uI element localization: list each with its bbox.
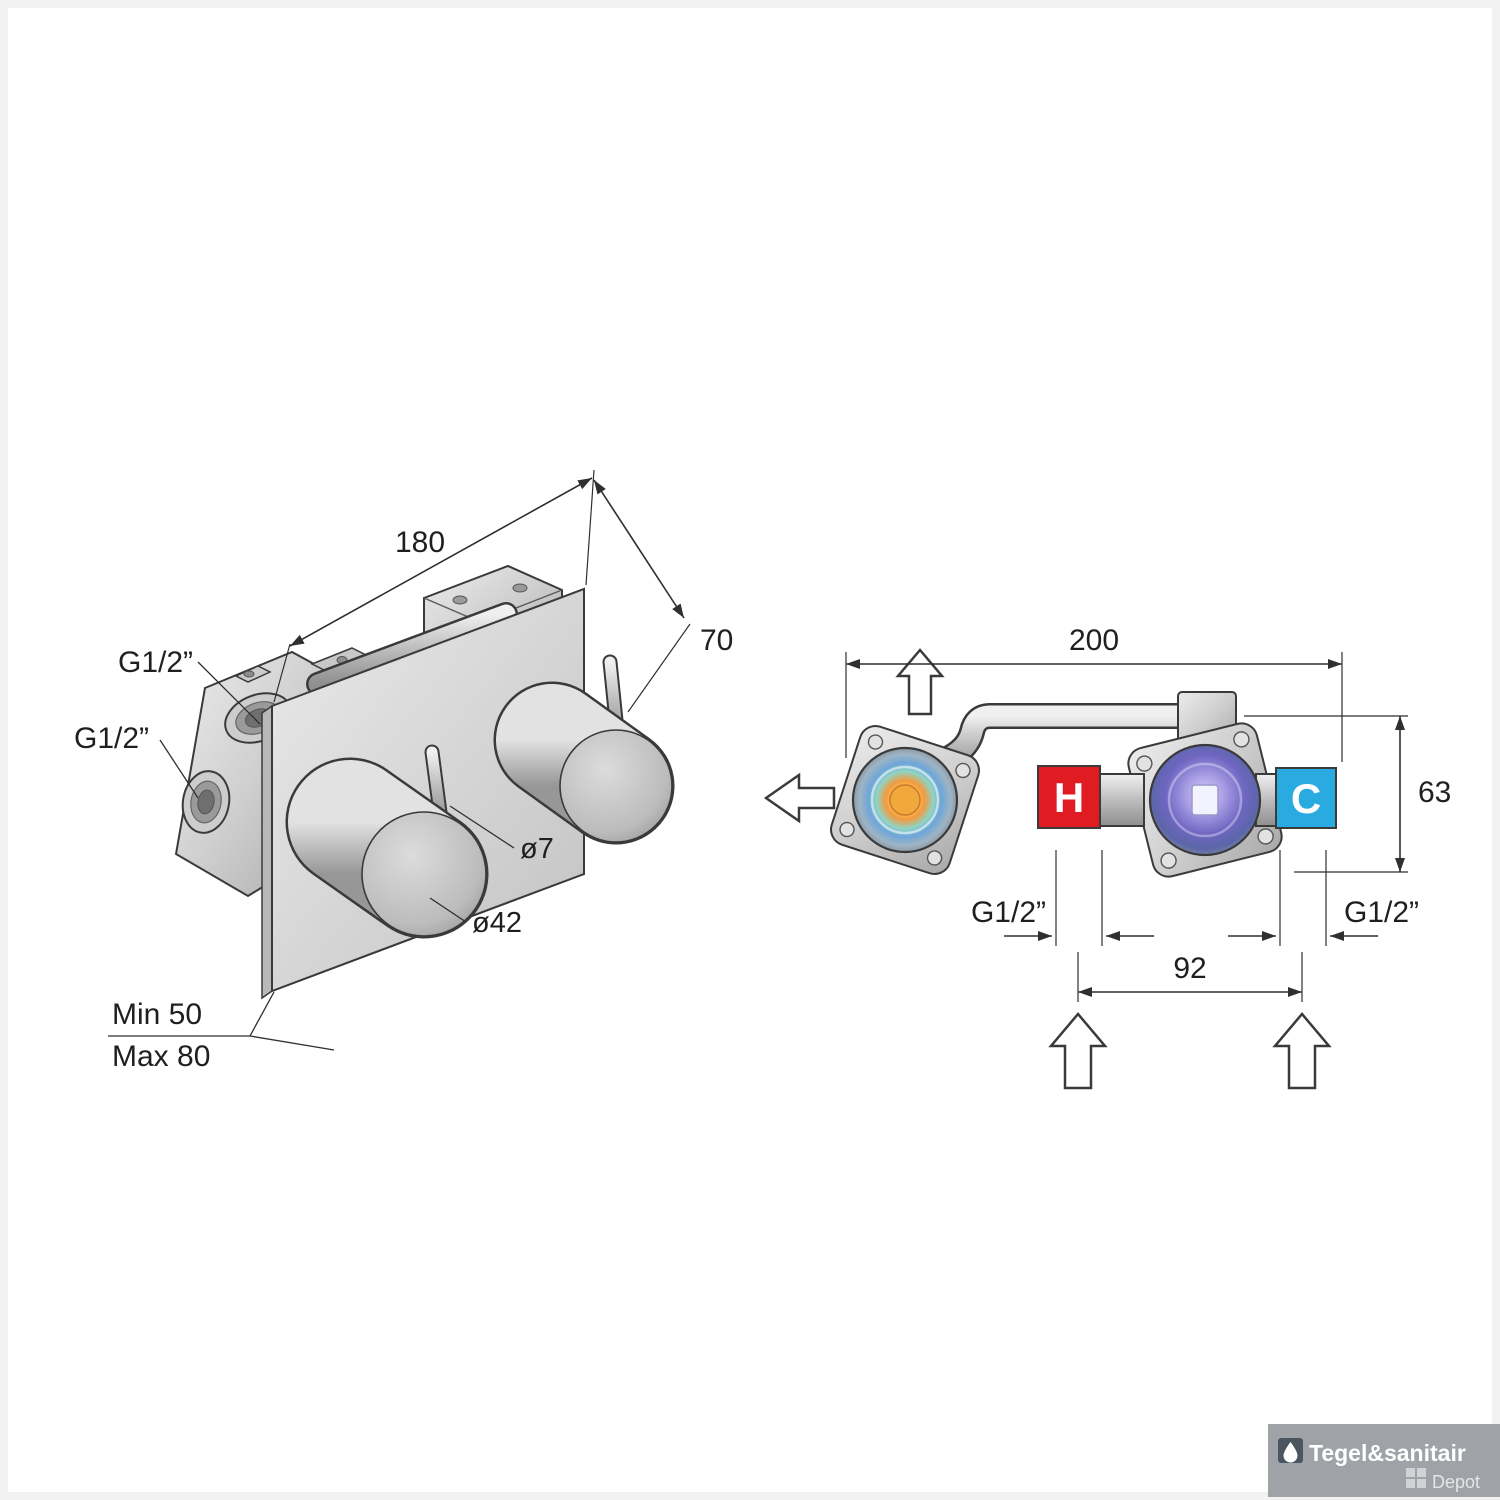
dim-200-label: 200 [1069,624,1119,657]
outlet-top-arrow-icon [895,648,945,716]
flange-screw [955,762,971,779]
right-knob [493,681,675,845]
grid-cell [1406,1479,1415,1488]
right-valve [1095,722,1301,878]
left-valve-ring [870,765,940,835]
thread-port-side [181,770,231,834]
leader-depth-2 [249,1035,335,1051]
thread-side-label: G1/2” [74,722,149,755]
flange-screw [926,850,943,866]
dim-line-70 [593,479,685,619]
dim-70-label: 70 [700,624,733,657]
front-dimensions: 200 63 G1/2” G1/2” 92 [845,624,1451,1002]
flange-screw [867,734,884,750]
iso-dimensions: 180 70 G1/2” G1/2” ø7 ø42 Min 50 Max 80 [74,469,733,1073]
flange-screw [1257,828,1274,845]
dim-line-180 [289,477,593,647]
flange-screw [1136,755,1153,772]
grid-cell [1417,1479,1426,1488]
droplet-icon [1283,1442,1298,1463]
pin-diameter-label: ø7 [520,833,554,865]
left-knob-face [361,811,487,937]
dim-180-label: 180 [395,526,445,559]
cartridge-screw [452,595,468,605]
cold-marker [1275,767,1337,829]
watermark-background [1268,1424,1500,1497]
cartridge-window [1191,784,1219,816]
hot-letter: H [1054,774,1084,821]
leader-thread-side [159,739,199,799]
cartridge-screw [512,583,528,593]
outlet-left-arrow-icon [763,772,836,824]
cold-letter: C [1291,775,1321,822]
hot-port-stub [1095,773,1145,827]
watermark: Tegel&sanitair Depot [1268,1424,1500,1497]
flange-screw [1160,852,1177,869]
grid-cell [1406,1468,1415,1477]
left-valve [830,725,980,875]
leader-thread-top [197,661,261,725]
dim-92-label: 92 [1173,952,1206,985]
front-view: H C 200 63 G1/2” G1/2” [763,624,1451,1090]
leader-pin-dia [449,805,515,849]
dim-63-label: 63 [1418,776,1451,809]
grid-cell [1417,1468,1426,1477]
left-valve-core [889,784,921,816]
ext-line [585,469,595,586]
thread-right-label: G1/2” [1344,896,1419,929]
watermark-sub: Depot [1432,1472,1480,1492]
watermark-brand: Tegel&sanitair [1309,1440,1466,1466]
flange-screw [839,821,855,838]
leader-depth-1 [249,991,275,1037]
cold-inlet-arrow-icon [1272,1012,1332,1090]
plate-edge [261,704,273,1000]
left-knob [285,757,489,939]
depth-max-label: Max 80 [112,1040,210,1073]
depth-min-label: Min 50 [112,998,202,1031]
ear-screw [243,670,255,678]
right-knob-face [559,729,673,843]
thread-top-label: G1/2” [118,646,193,679]
iso-view: 180 70 G1/2” G1/2” ø7 ø42 Min 50 Max 80 [74,469,733,1073]
leader-knob-dia [429,897,467,923]
thread-left-label: G1/2” [971,896,1046,929]
flange-screw [1233,731,1250,748]
hot-marker [1037,765,1101,829]
right-valve-ring [1167,762,1243,838]
hot-inlet-arrow-icon [1048,1012,1108,1090]
ext-line [627,623,691,713]
ext-line [273,643,291,703]
grid-icon [1406,1468,1426,1488]
knob-diameter-label: ø42 [472,907,522,939]
